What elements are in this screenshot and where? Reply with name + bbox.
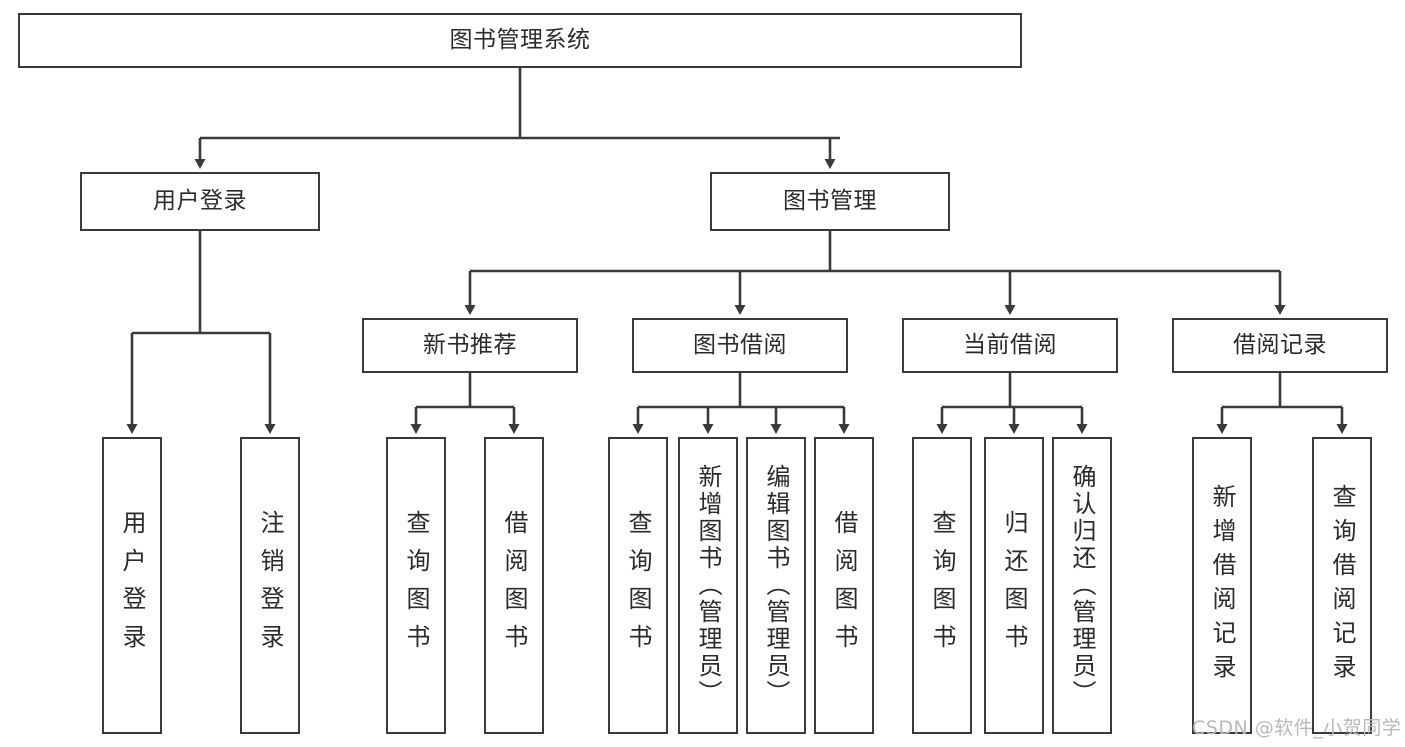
node-leaf-user-login[interactable]: 用户登录 <box>102 437 162 734</box>
node-book-borrow[interactable]: 图书借阅 <box>632 318 848 373</box>
node-leaf-add-book-admin[interactable]: 新增图书（管理员） <box>678 437 738 734</box>
node-leaf-logout[interactable]: 注销登录 <box>240 437 300 734</box>
node-current-borrow[interactable]: 当前借阅 <box>902 318 1118 373</box>
node-new-book-recommend[interactable]: 新书推荐 <box>362 318 578 373</box>
node-borrow-record[interactable]: 借阅记录 <box>1172 318 1388 373</box>
node-user-login[interactable]: 用户登录 <box>80 172 320 231</box>
node-leaf-query-book-2[interactable]: 查询图书 <box>608 437 668 734</box>
node-leaf-confirm-return-admin[interactable]: 确认归还（管理员） <box>1052 437 1112 734</box>
node-leaf-edit-book-admin[interactable]: 编辑图书（管理员） <box>746 437 806 734</box>
node-leaf-query-book-3[interactable]: 查询图书 <box>912 437 972 734</box>
node-leaf-borrow-book-2[interactable]: 借阅图书 <box>814 437 874 734</box>
csdn-watermark: CSDN @软件_小贺同学 <box>1192 717 1402 739</box>
node-leaf-return-book[interactable]: 归还图书 <box>984 437 1044 734</box>
node-book-management[interactable]: 图书管理 <box>710 172 950 231</box>
node-leaf-query-book-1[interactable]: 查询图书 <box>386 437 446 734</box>
node-leaf-query-borrow-record[interactable]: 查询借阅记录 <box>1312 437 1372 734</box>
node-leaf-borrow-book-1[interactable]: 借阅图书 <box>484 437 544 734</box>
node-root-title[interactable]: 图书管理系统 <box>18 13 1022 68</box>
node-leaf-add-borrow-record[interactable]: 新增借阅记录 <box>1192 437 1252 734</box>
